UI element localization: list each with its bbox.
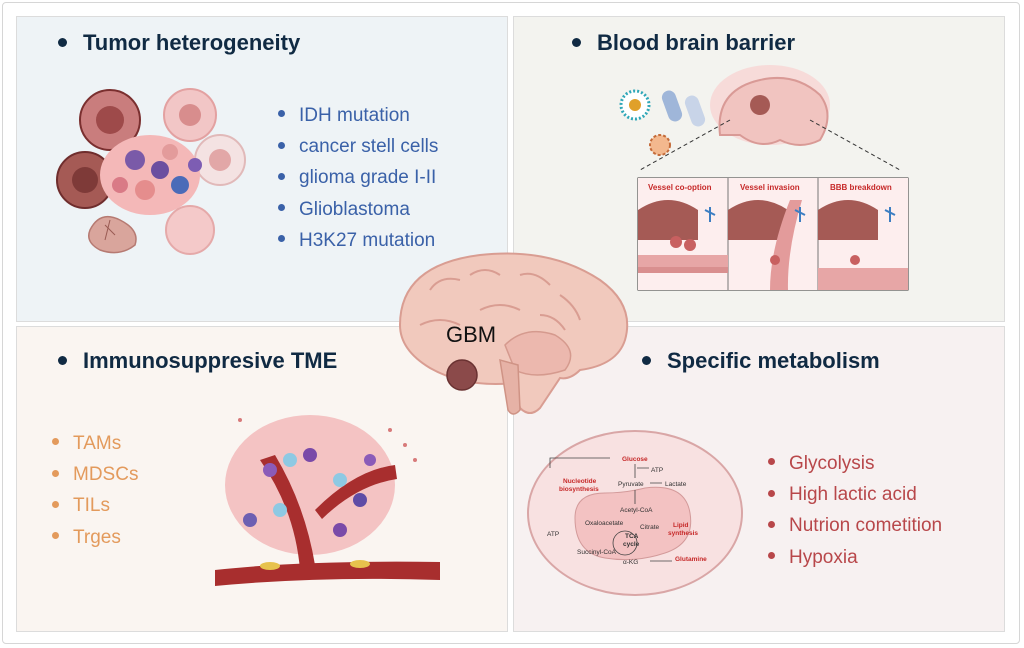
glutamine-label: Glutamine (675, 556, 707, 563)
lipid-label: Lipid (673, 522, 689, 529)
bullet-icon (52, 532, 59, 540)
biosynthesis-label: biosynthesis (559, 486, 599, 493)
bullet-icon (278, 172, 285, 180)
bbb-panels: Vessel co-option Vessel invasion BBB bre… (637, 177, 909, 291)
nucleotide-label: Nucleotide (563, 478, 597, 485)
blood-brain-barrier-title: Blood brain barrier (572, 30, 795, 56)
blood-brain-barrier-illustration: Vessel co-option Vessel invasion BBB bre… (619, 65, 909, 291)
panel-label-vessel-co-option: Vessel co-option (648, 183, 712, 192)
bullet-icon (768, 520, 775, 528)
atp-left-label: ATP (547, 531, 559, 538)
bullet-icon (58, 37, 67, 47)
tme-cell-list: TAMs MDSCs TILs Trges (52, 428, 138, 553)
list-item: H3K27 mutation (278, 225, 438, 256)
bullet-icon (278, 141, 285, 149)
list-item: TAMs (52, 428, 138, 459)
list-item: TILs (52, 490, 138, 521)
panel-label-bbb-breakdown: BBB breakdown (830, 183, 892, 192)
bullet-icon (52, 500, 59, 508)
list-item: IDH mutation (278, 100, 438, 131)
lactate-label: Lactate (665, 481, 687, 488)
oxaloacetate-label: Oxaloacetate (585, 520, 624, 527)
glucose-label: Glucose (622, 456, 648, 463)
nanoparticle-icon (619, 89, 651, 121)
list-item: Hypoxia (768, 542, 942, 573)
cycle-label: cycle (623, 541, 640, 548)
list-item: glioma grade I-II (278, 162, 438, 193)
citrate-label: Citrate (640, 524, 660, 531)
list-item: cancer stell cells (278, 131, 438, 162)
list-item: Glycolysis (768, 448, 942, 479)
bullet-icon (768, 489, 775, 497)
list-item: Glioblastoma (278, 194, 438, 225)
atp-label: ATP (651, 467, 663, 474)
tumor-heterogeneity-title: Tumor heterogeneity (58, 30, 300, 56)
bullet-icon (642, 355, 651, 365)
bullet-icon (52, 438, 59, 446)
metabolism-diagram: Glucose ATP Pyruvate Lactate Nucleotide … (527, 430, 743, 596)
succinyl-coa-label: Succinyl-CoA (577, 549, 617, 556)
acetyl-coa-label: Acetyl-CoA (620, 507, 653, 514)
immunosuppressive-tme-title: Immunosuppresive TME (58, 348, 337, 374)
metabolism-list: Glycolysis High lactic acid Nutrion come… (768, 448, 942, 573)
synthesis-label: synthesis (668, 530, 698, 537)
list-item: Nutrion cometition (768, 510, 942, 541)
bullet-icon (58, 355, 67, 365)
tumor-microenvironment-illustration (215, 415, 440, 586)
bullet-icon (278, 110, 285, 118)
panel-label-vessel-invasion: Vessel invasion (740, 183, 800, 192)
akg-label: α-KG (623, 559, 638, 566)
bullet-icon (278, 204, 285, 212)
capsule-icon (661, 90, 706, 127)
list-item: Trges (52, 522, 138, 553)
tumor-cells-illustration (56, 88, 246, 255)
tumor-heterogeneity-list: IDH mutation cancer stell cells glioma g… (278, 100, 438, 256)
pyruvate-label: Pyruvate (618, 481, 644, 488)
bullet-icon (768, 458, 775, 466)
bullet-icon (768, 552, 775, 560)
brain-sagittal-icon (398, 252, 629, 415)
tca-label: TCA (625, 533, 639, 540)
bullet-icon (278, 235, 285, 243)
bullet-icon (572, 37, 581, 47)
list-item: MDSCs (52, 459, 138, 490)
gbm-label: GBM (446, 322, 497, 347)
virus-particle-icon (649, 134, 671, 156)
specific-metabolism-title: Specific metabolism (642, 348, 880, 374)
list-item: High lactic acid (768, 479, 942, 510)
brain-icon (710, 65, 830, 146)
bullet-icon (52, 469, 59, 477)
